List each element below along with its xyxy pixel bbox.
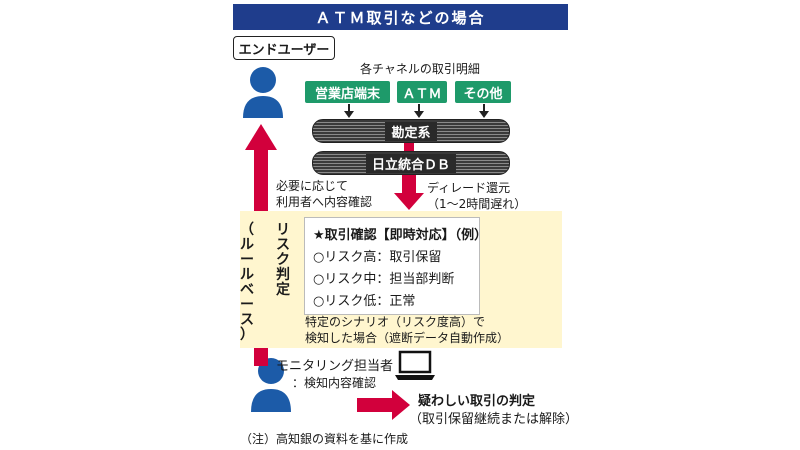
judgement-label: 疑わしい取引の判定 bbox=[418, 394, 536, 409]
feedback-note: 必要に応じて 利用者へ内容確認 bbox=[276, 179, 373, 209]
accounting-system-label: 勘定系 bbox=[385, 121, 437, 141]
rule-item: ○リスク高：取引保留 bbox=[313, 250, 442, 265]
integrated-db-label: 日立統合ＤＢ bbox=[365, 153, 456, 173]
rule-heading: ★取引確認【即時対応】（例） bbox=[313, 228, 488, 243]
rule-item: ○リスク低：正常 bbox=[313, 294, 416, 309]
rule-item: ○リスク中：担当部判断 bbox=[313, 272, 455, 287]
channel-heading: 各チャネルの取引明細 bbox=[360, 62, 480, 76]
laptop-icon bbox=[395, 350, 435, 380]
judgement-arrow bbox=[357, 390, 410, 420]
scenario-note: 特定のシナリオ（リスク度高）で 検知した場合（遮断データ自動作成） bbox=[305, 315, 510, 345]
delay-arrow bbox=[394, 173, 424, 210]
user-icon bbox=[243, 67, 283, 118]
channel-atm: ＡＴＭ bbox=[397, 81, 447, 103]
integrated-db: 日立統合ＤＢ bbox=[312, 151, 510, 175]
monitor-label: モニタリング担当者 bbox=[276, 359, 394, 374]
end-user-label: エンドユーザー bbox=[233, 36, 335, 60]
delay-note: ディレード還元 （1～2時間遅れ） bbox=[427, 181, 527, 211]
diagram-title: ＡＴＭ取引などの場合 bbox=[233, 4, 568, 30]
channel-other: その他 bbox=[455, 81, 511, 103]
rule-box: ★取引確認【即時対応】（例） ○リスク高：取引保留 ○リスク中：担当部判断 ○リ… bbox=[304, 217, 487, 315]
risk-label-sub: （ ル ー ル ベ ー ス ） bbox=[240, 222, 254, 343]
monitor-action: ：検知内容確認 bbox=[292, 376, 377, 390]
judgement-detail: （取引保留継続または解除） bbox=[409, 412, 579, 427]
channel-arrows bbox=[344, 104, 489, 118]
channel-branch-terminal: 営業店端末 bbox=[305, 81, 390, 103]
feedback-arrow bbox=[245, 124, 277, 366]
risk-label: リ ス ク 判 定 bbox=[276, 222, 290, 298]
source-note: （注）高知銀の資料を基に作成 bbox=[240, 432, 409, 446]
system-connector bbox=[404, 142, 414, 152]
accounting-system: 勘定系 bbox=[312, 119, 510, 143]
